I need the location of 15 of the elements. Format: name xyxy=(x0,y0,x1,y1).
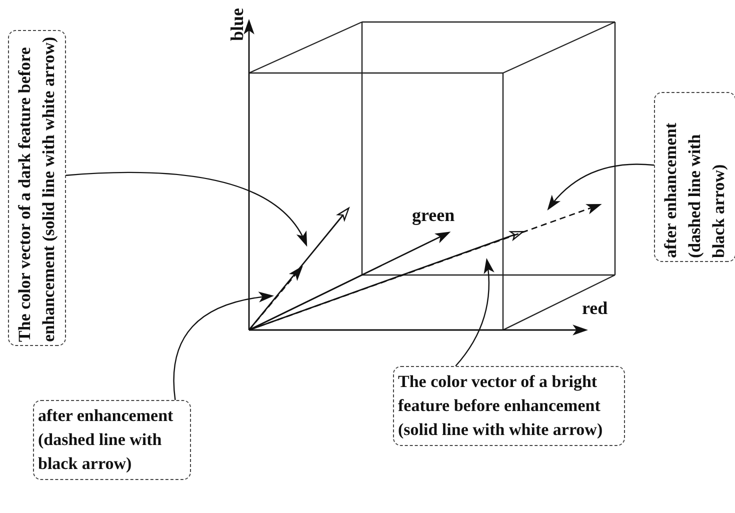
axis-label: blue xyxy=(226,8,248,42)
axis-label: red xyxy=(582,297,608,319)
leader-line xyxy=(173,292,273,400)
callout-text: after enhancement (dashed line with black arrow) xyxy=(660,122,729,258)
leader-line xyxy=(66,172,308,246)
callout-text: The color vector of a dark feature before enhancement (solid line with white arrow) xyxy=(14,36,59,342)
axis-label: green xyxy=(412,204,455,226)
callout-box xyxy=(8,30,66,346)
callout-text: after enhancement (dashed line with black arrow) xyxy=(38,405,174,475)
callout-box xyxy=(654,92,735,262)
callout-box xyxy=(33,400,191,480)
callout-box xyxy=(393,366,625,446)
callout-text: The color vector of a bright feature before enhancement (solid line with white arrow) xyxy=(398,371,604,441)
leader-line xyxy=(548,164,654,210)
leader-line xyxy=(455,259,494,366)
